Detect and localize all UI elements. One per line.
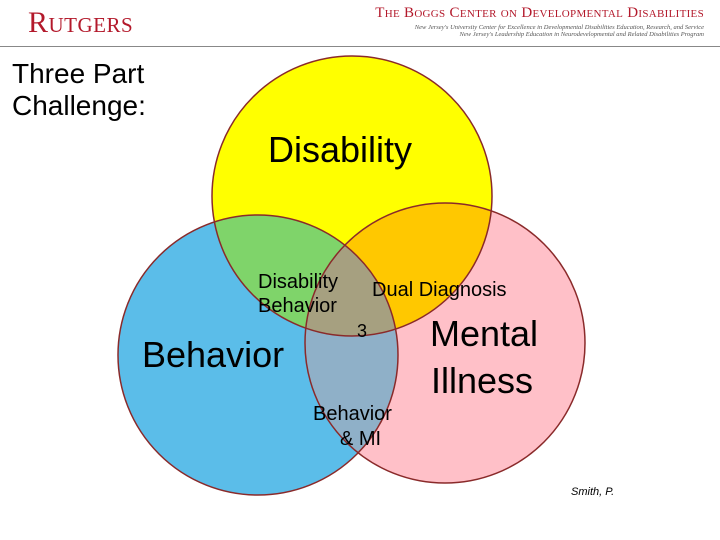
dual-diagnosis-label: Dual Diagnosis: [372, 279, 507, 301]
slide-title-line-2: Challenge:: [12, 90, 146, 121]
behavior-mi-label-line-2: & MI: [340, 428, 381, 450]
triple-overlap-label: 3: [357, 321, 367, 341]
boggs-center-subtitle-2: New Jersey's Leadership Education in Neu…: [459, 31, 704, 38]
header-banner: Rutgers The Boggs Center on Developmenta…: [0, 0, 720, 46]
behavior-label: Behavior: [142, 334, 284, 375]
disability-label: Disability: [268, 129, 412, 170]
boggs-center-subtitle-1: New Jersey's University Center for Excel…: [414, 24, 704, 31]
slide-title: Three Part Challenge:: [12, 58, 146, 122]
disability-circle-outline: [211, 55, 493, 337]
boggs-center-title: The Boggs Center on Developmental Disabi…: [375, 5, 704, 21]
disability-behavior-label-line-1: Disability: [258, 271, 338, 293]
behavior-mi-label-line-1: Behavior: [313, 403, 392, 425]
behavior-circle-outline: [117, 214, 399, 496]
mental-illness-circle-outline: [304, 202, 586, 484]
mental-illness-label-line-2: Illness: [431, 360, 533, 401]
slide-title-line-1: Three Part: [12, 58, 145, 89]
credit-text: Smith, P.: [571, 486, 615, 498]
disability-mental-overlap: [305, 203, 492, 336]
rutgers-logo: Rutgers: [28, 6, 134, 39]
mental-illness-label-line-1: Mental: [430, 313, 538, 354]
disability-behavior-label-line-2: Behavior: [258, 295, 337, 317]
header-divider: [0, 46, 720, 47]
